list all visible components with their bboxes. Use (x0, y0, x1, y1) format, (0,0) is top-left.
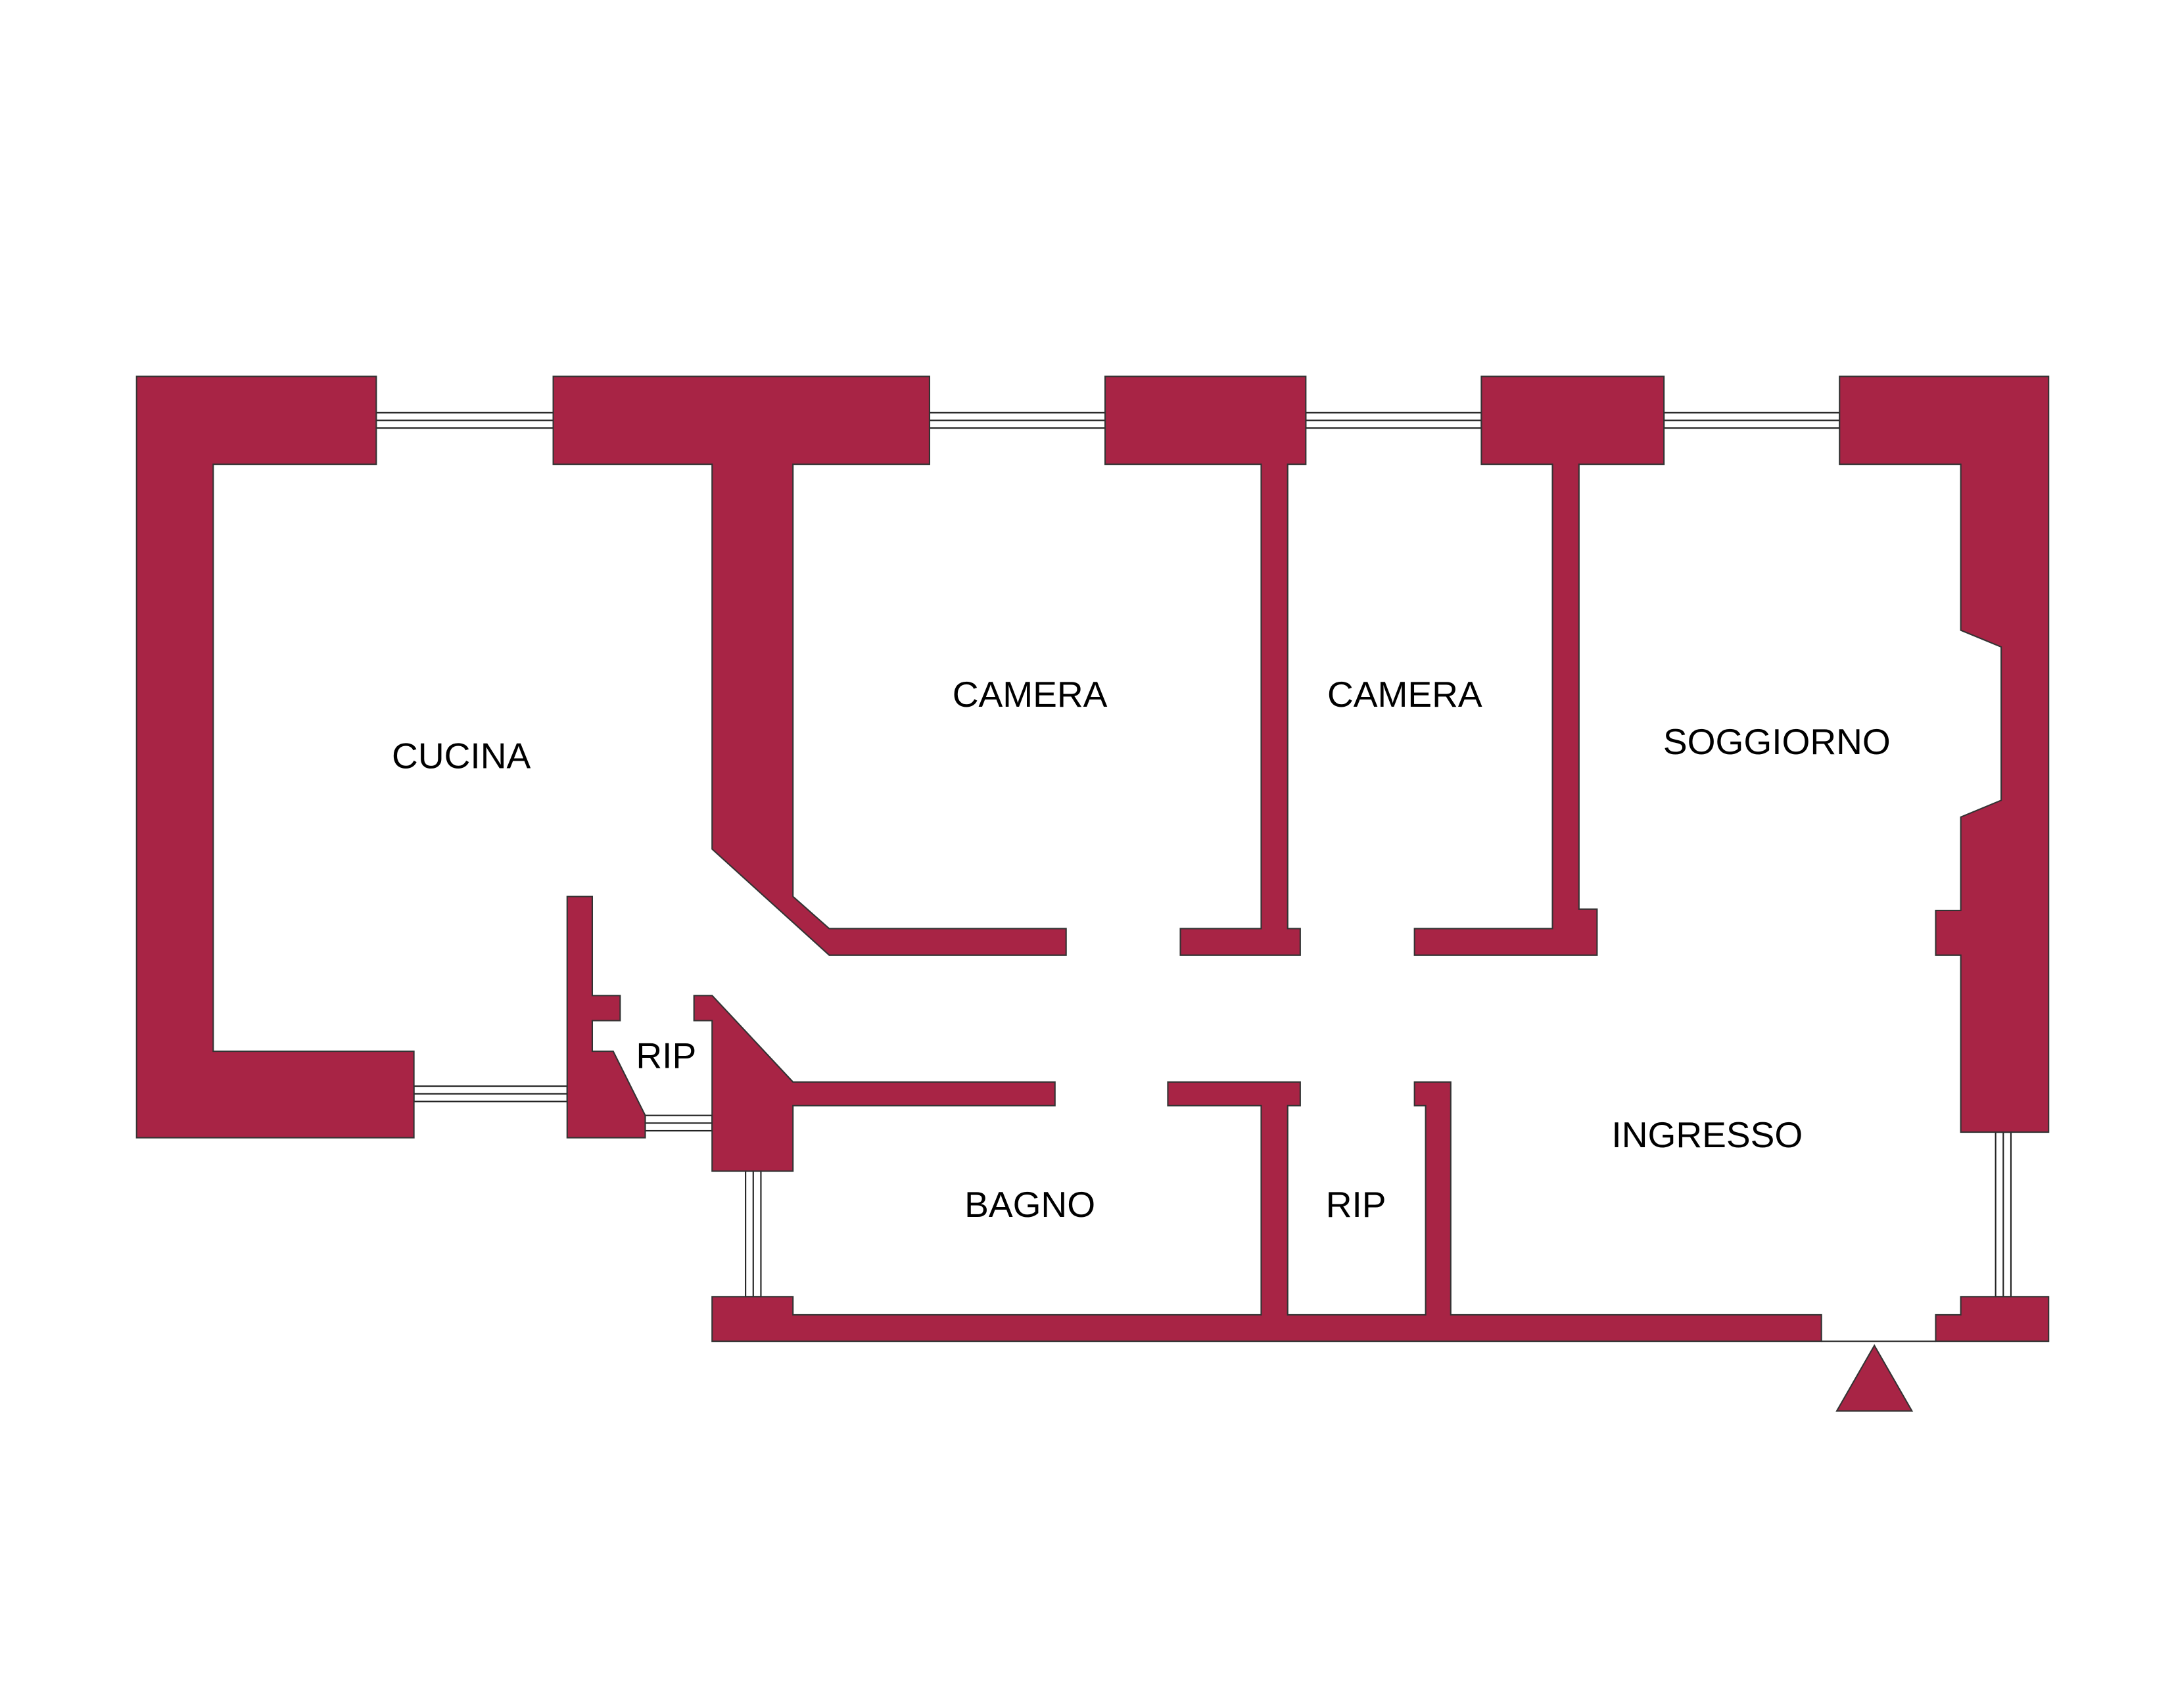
room-label-soggiorno: SOGGIORNO (1663, 721, 1891, 762)
room-label-bagno: BAGNO (964, 1184, 1095, 1225)
room-label-rip-1: RIP (636, 1035, 696, 1076)
room-label-camera-2: CAMERA (1327, 674, 1482, 715)
window-rip (644, 1114, 713, 1132)
windows (375, 412, 2012, 1342)
window-right (1995, 1131, 2012, 1298)
walls (135, 375, 2050, 1342)
entrance-triangle-icon (1835, 1344, 1914, 1412)
room-label-camera-1: CAMERA (953, 674, 1108, 715)
wall-rip-east (693, 995, 1056, 1172)
room-label-ingresso: INGRESSO (1611, 1114, 1803, 1155)
room-label-cucina: CUCINA (392, 735, 531, 776)
wall-south (711, 1081, 1822, 1342)
window-top-4 (1663, 412, 1841, 429)
window-top-2 (928, 412, 1106, 429)
wall-camera-divider-2 (1413, 375, 1665, 956)
window-cucina-bottom (413, 1085, 568, 1103)
room-label-rip-2: RIP (1326, 1184, 1386, 1225)
wall-rip-west (566, 895, 646, 1139)
wall-cucina (135, 375, 415, 1139)
window-top-3 (1305, 412, 1482, 429)
window-top-1 (375, 412, 554, 429)
wall-camera-1-west (552, 375, 1067, 956)
window-bagno (745, 1170, 762, 1298)
wall-soggiorno-east (1839, 375, 2050, 1133)
wall-camera-divider-1 (1104, 375, 1307, 956)
wall-ingresso-corner (1935, 1296, 2050, 1342)
